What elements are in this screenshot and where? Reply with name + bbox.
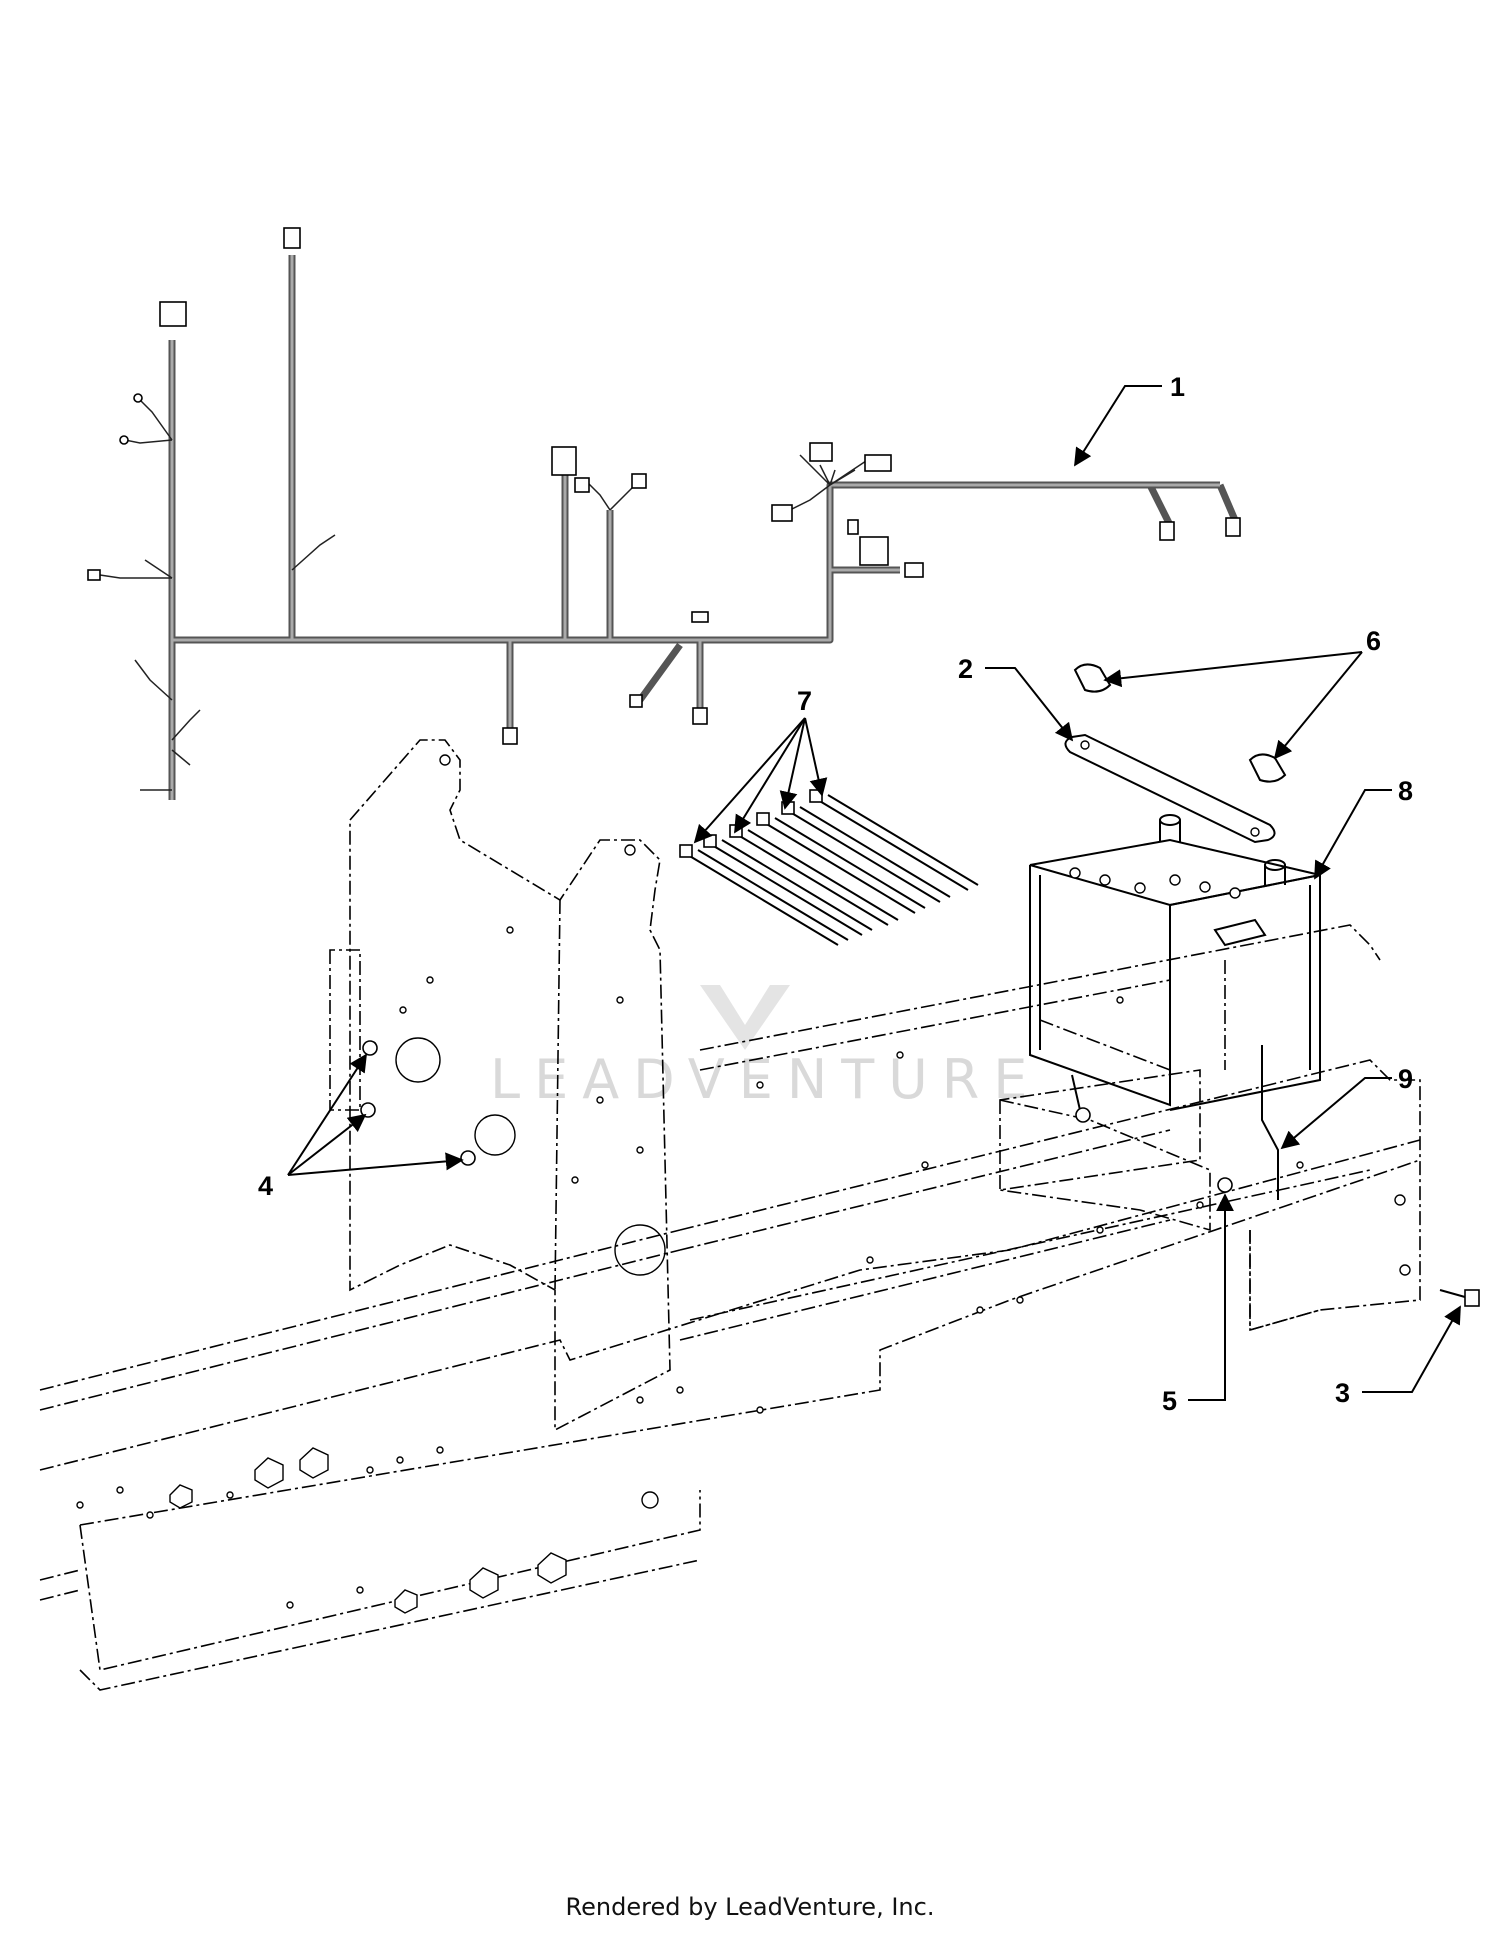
chassis-frame [39, 924, 1421, 1691]
callout-5: 5 [1162, 1386, 1177, 1416]
callout-6: 6 [1366, 626, 1381, 656]
battery [1029, 814, 1321, 1111]
callout-1: 1 [1170, 372, 1185, 402]
callout-leaders [287, 385, 1461, 1401]
watermark-text: LEADVENTURE [490, 1048, 1041, 1111]
callout-3: 3 [1335, 1378, 1350, 1408]
battery-tray [999, 1074, 1211, 1232]
callout-8: 8 [1398, 776, 1413, 806]
callout-labels: 1 2 3 4 5 6 7 8 9 [258, 372, 1413, 1416]
footer-credit: Rendered by LeadVenture, Inc. [565, 1893, 935, 1921]
callout-7: 7 [797, 686, 812, 716]
cable-ties [679, 789, 979, 946]
hold-down-rod [1217, 1045, 1279, 1200]
callout-9: 9 [1398, 1064, 1413, 1094]
bolt [1439, 1289, 1480, 1307]
callout-4: 4 [258, 1171, 273, 1201]
wiring-harness [87, 227, 1241, 800]
callout-2: 2 [958, 654, 973, 684]
terminal-boots [1073, 663, 1287, 783]
watermark: LEADVENTURE [490, 985, 1041, 1111]
